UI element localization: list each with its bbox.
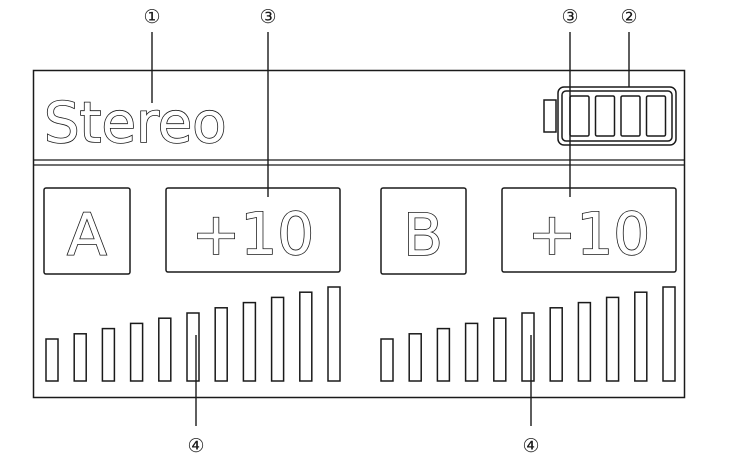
- battery-inner: [561, 90, 673, 142]
- meter-bar: [380, 338, 394, 382]
- display-frame: [32, 69, 686, 399]
- callout-mode: ①: [143, 6, 160, 28]
- battery-segment: [594, 95, 616, 137]
- level-meter-b: [380, 286, 676, 382]
- channel-a-label-box: [43, 187, 131, 275]
- meter-bar: [605, 296, 620, 382]
- meter-bar: [45, 338, 59, 382]
- meter-bar: [493, 317, 507, 382]
- meter-bar: [549, 307, 563, 382]
- meter-bar: [299, 291, 313, 382]
- meter-bar: [521, 312, 535, 382]
- display-border: [32, 69, 686, 399]
- channel-b-value-box: [501, 187, 677, 273]
- meter-bar: [129, 322, 144, 382]
- callout-battery: ②: [620, 6, 637, 28]
- meter-bar: [464, 322, 479, 382]
- meter-bar: [186, 312, 200, 382]
- meter-bar: [577, 301, 592, 382]
- battery-outer: [557, 86, 677, 146]
- channel-a-label: A: [67, 201, 107, 269]
- channel-b-label: B: [403, 201, 443, 269]
- meter-bar: [158, 317, 172, 382]
- battery-segment: [620, 95, 641, 137]
- callout-meter-b: ④: [522, 435, 539, 457]
- battery-segment: [645, 95, 667, 137]
- meter-bar: [662, 286, 676, 382]
- battery-terminal: [543, 99, 557, 133]
- callout-level-b: ③: [561, 6, 578, 28]
- callout-level-a: ③: [259, 6, 276, 28]
- callout-meter-a: ④: [187, 435, 204, 457]
- channel-b-value: +10: [528, 200, 650, 268]
- mode-label: Stereo: [44, 91, 226, 156]
- battery-segment: [569, 95, 590, 137]
- meter-bar: [270, 296, 285, 382]
- channel-a-value-box: [165, 187, 341, 273]
- meter-bar: [327, 286, 341, 382]
- channel-b-label-box: [380, 187, 467, 275]
- meter-bar: [634, 291, 648, 382]
- meter-bar: [214, 307, 228, 382]
- meter-bar: [101, 327, 116, 382]
- level-meter-a: [45, 286, 341, 382]
- channel-a-value: +10: [192, 200, 314, 268]
- meter-bar: [408, 333, 422, 382]
- meter-bar: [242, 301, 257, 382]
- meter-bar: [436, 327, 451, 382]
- meter-bar: [73, 333, 87, 382]
- battery-icon: [543, 86, 677, 146]
